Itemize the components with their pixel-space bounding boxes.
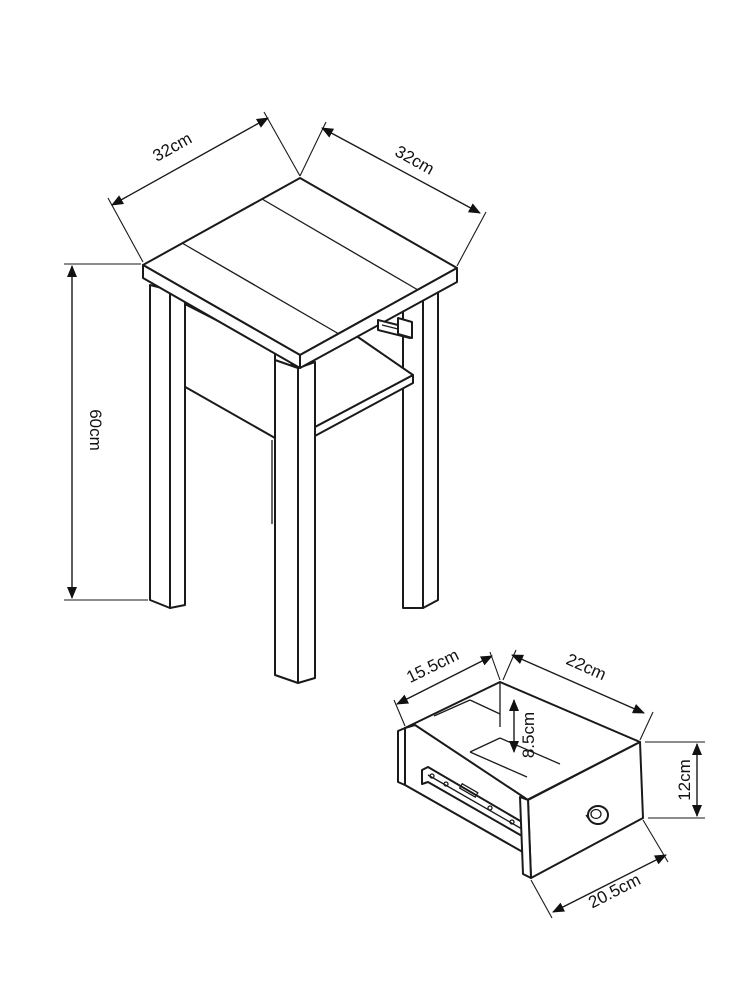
extension-line [393,699,406,727]
drawer-inner-depth-label: 15.5cm [403,645,461,687]
extension-line [530,879,553,919]
table-depth-label: 32cm [392,142,438,179]
knob-icon [585,805,609,825]
extension-line [299,121,327,177]
table-top [142,177,458,369]
width-dimension-line [111,117,269,206]
extension-line [639,711,654,741]
table-height-label: 60cm [86,409,105,451]
drawer-inner-width-label: 22cm [563,650,609,684]
inner-width-dimension-line [511,654,645,714]
drawer-drawing [397,681,644,879]
extension-line [502,649,517,681]
front-left-leg [149,284,186,609]
extension-line [263,111,301,177]
depth-dimension-line [321,127,481,214]
table-width-label: 32cm [150,129,196,166]
front-right-leg [274,359,316,684]
front-width-dimension-line [552,854,667,913]
inner-depth-dimension-line [396,655,493,705]
extension-line [107,197,144,263]
plank-seam [261,198,419,291]
drawer-inner-height-label: 8.5cm [519,712,538,758]
plank-seam [181,242,340,335]
runner-detail [377,317,413,339]
drawer-front-width-label: 20.5cm [585,870,643,912]
side-table-drawing [142,177,458,684]
drawer-front-panel [519,741,644,879]
extension-line [456,211,487,267]
drawer-front-height-label: 12cm [675,759,694,801]
